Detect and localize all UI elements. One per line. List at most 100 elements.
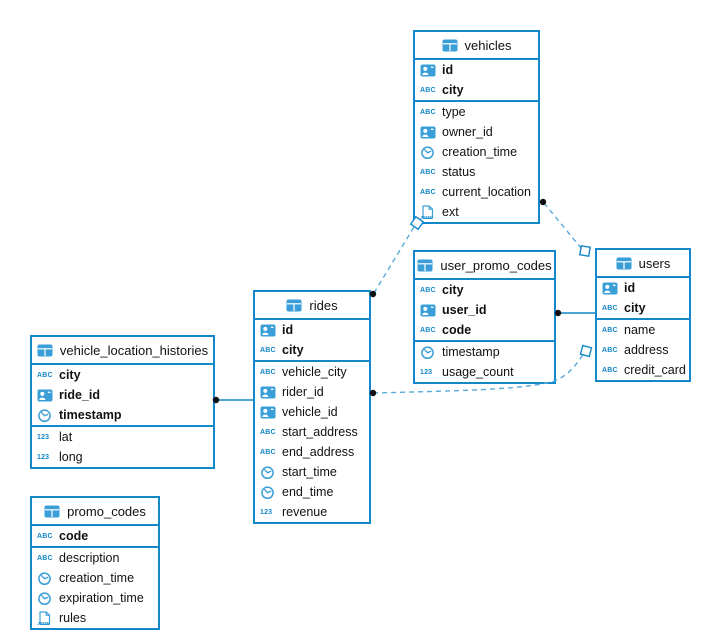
number-type-icon: 123 [37,434,55,441]
timestamp-type-icon [420,145,438,160]
column-name: current_location [442,185,531,199]
column-row[interactable]: end_time [255,482,369,502]
id-badge-icon [420,126,438,139]
column-name: status [442,165,476,179]
table-header[interactable]: rides [255,292,369,320]
relationship-line[interactable] [543,202,582,249]
column-row[interactable]: ABC status [415,162,538,182]
table-header[interactable]: vehicle_location_histories [32,337,213,365]
column-name: owner_id [442,125,493,139]
string-type-icon: ABC [420,189,438,196]
table-icon [442,39,460,52]
string-type-icon: ABC [602,367,620,374]
string-type-icon: ABC [260,347,278,354]
string-type-label: ABC [420,188,436,196]
timestamp-type-icon [420,345,438,360]
json-type-label: JSON [37,620,50,625]
table-header[interactable]: promo_codes [32,498,158,526]
table-icon [286,299,304,312]
primary-key-name: code [442,323,472,337]
column-name: start_time [282,465,337,479]
column-row[interactable]: expiration_time [32,588,158,608]
timestamp-type-icon [37,591,55,606]
table-header[interactable]: user_promo_codes [415,252,554,280]
string-type-label: ABC [602,366,618,374]
primary-key-row[interactable]: ride_id [32,385,213,405]
relationship-line[interactable] [373,226,415,294]
primary-key-name: city [282,343,304,357]
primary-key-name: city [442,83,464,97]
column-name: start_address [282,425,358,439]
string-type-icon: ABC [420,87,438,94]
number-type-label: 123 [37,453,50,461]
column-row[interactable]: ABC credit_card [597,360,689,380]
column-row[interactable]: ABC current_location [415,182,538,202]
column-row[interactable]: vehicle_id [255,402,369,422]
number-type-icon: 123 [37,454,55,461]
table-title: vehicles [464,37,512,53]
timestamp-type-icon [260,485,278,500]
primary-key-row[interactable]: ABC city [255,340,369,360]
timestamp-type-icon [260,465,278,480]
column-row[interactable]: creation_time [415,142,538,162]
string-type-icon: ABC [420,287,438,294]
string-type-label: ABC [260,448,276,456]
string-type-icon: ABC [602,327,620,334]
string-type-icon: ABC [602,347,620,354]
id-badge-icon [420,304,438,317]
primary-key-row[interactable]: id [597,278,689,298]
column-name: creation_time [442,145,518,159]
column-row[interactable]: owner_id [415,122,538,142]
table-icon [417,259,435,272]
column-row[interactable]: creation_time [32,568,158,588]
primary-key-row[interactable]: timestamp [32,405,213,425]
table-title: vehicle_location_histories [59,342,209,358]
primary-key-row[interactable]: ABC code [415,320,554,340]
primary-key-row[interactable]: ABC code [32,526,158,546]
primary-key-row[interactable]: id [255,320,369,340]
string-type-icon: ABC [420,169,438,176]
table-header[interactable]: vehicles [415,32,538,60]
relationship-line[interactable] [372,352,585,394]
primary-key-name: code [59,529,89,543]
column-name: credit_card [624,363,686,377]
string-type-label: ABC [420,326,436,334]
string-type-label: ABC [602,326,618,334]
primary-key-row[interactable]: ABC city [415,80,538,100]
column-row[interactable]: start_time [255,462,369,482]
string-type-label: ABC [260,368,276,376]
column-name: type [442,105,466,119]
column-name: ext [442,205,459,219]
column-row[interactable]: timestamp [415,342,554,362]
id-badge-icon [260,386,278,399]
string-type-icon: ABC [37,533,55,540]
table-header[interactable]: users [597,250,689,278]
primary-key-row[interactable]: user_id [415,300,554,320]
column-row[interactable]: rider_id [255,382,369,402]
primary-key-row[interactable]: id [415,60,538,80]
